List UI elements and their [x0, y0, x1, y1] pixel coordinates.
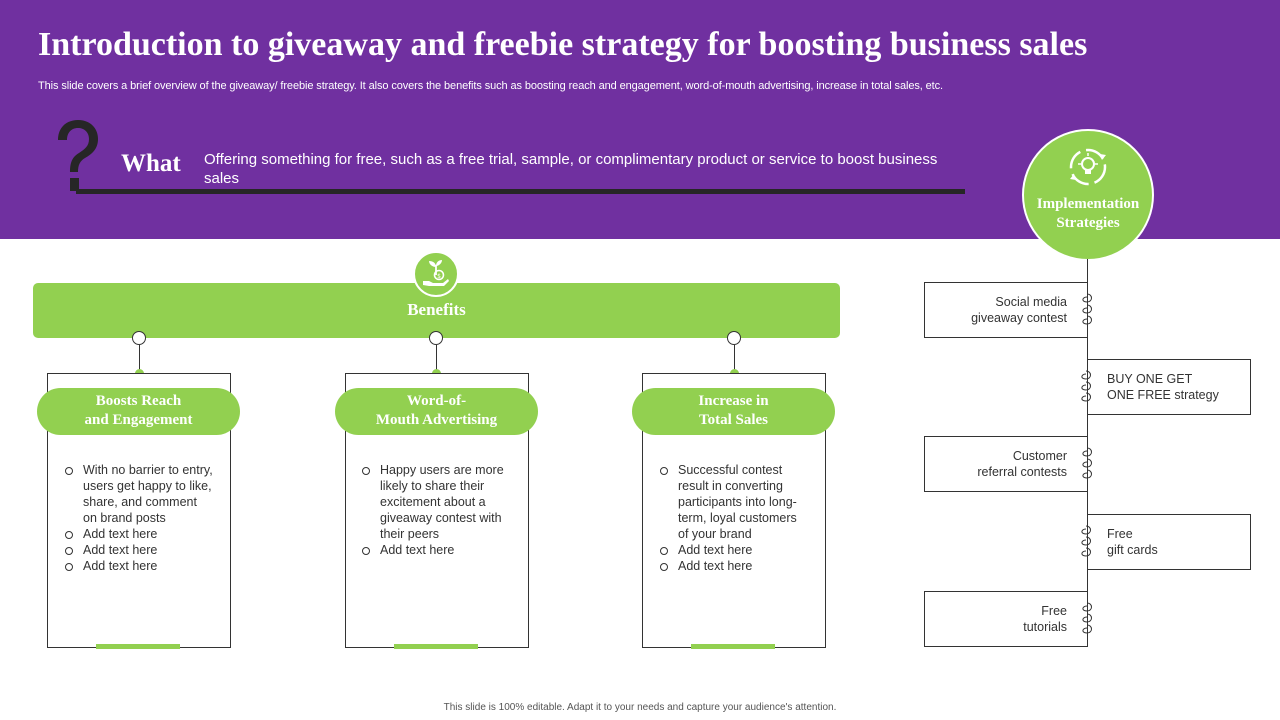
strategy-line2: giveaway contest [971, 311, 1067, 325]
benefit-list: Happy users are more likely to share the… [360, 462, 506, 558]
question-mark-icon [58, 120, 98, 191]
benefit-title-line1: Boosts Reach [95, 393, 182, 409]
benefits-icon-badge: $ [413, 251, 459, 297]
coil-icon [1082, 602, 1092, 634]
strategy-social-media: Social media giveaway contest [924, 282, 1088, 338]
strategy-referral: Customer referral contests [924, 436, 1088, 492]
strategy-line1: Free [1107, 527, 1133, 541]
strategy-line1: Customer [1012, 449, 1067, 463]
strategy-gift-cards: Free gift cards [1087, 514, 1251, 570]
benefit-list: With no barrier to entry, users get happ… [63, 462, 213, 574]
slide-footer: This slide is 100% editable. Adapt it to… [443, 702, 837, 713]
benefit-title-line2: and Engagement [84, 412, 193, 428]
list-item: Add text here [360, 542, 506, 558]
benefits-label: Benefits [407, 300, 466, 319]
implementation-label-line1: Implementation [1036, 196, 1140, 212]
implementation-label-line2: Strategies [1056, 215, 1120, 231]
lightbulb-cycle-icon [1069, 148, 1107, 186]
card-footer-bar [96, 644, 180, 649]
coil-icon [1082, 293, 1092, 325]
benefit-title-line1: Word-of- [406, 393, 467, 409]
slide-title: Introduction to giveaway and freebie str… [38, 26, 1088, 63]
list-item: Add text here [63, 542, 213, 558]
list-item: Successful contest result in converting … [658, 462, 810, 542]
benefit-title-line1: Increase in [698, 393, 769, 409]
slide-subtitle: This slide covers a brief overview of th… [38, 80, 943, 92]
strategy-bogo: BUY ONE GET ONE FREE strategy [1087, 359, 1251, 415]
connector-circle [132, 331, 146, 345]
benefit-card-title: Word-of- Mouth Advertising [335, 388, 538, 435]
money-plant-hand-icon: $ [423, 260, 449, 286]
list-item: With no barrier to entry, users get happ… [63, 462, 213, 526]
list-item: Add text here [658, 542, 810, 558]
benefit-card-title: Boosts Reach and Engagement [37, 388, 240, 435]
connector-circle [727, 331, 741, 345]
coil-icon [1081, 370, 1091, 402]
coil-icon [1082, 447, 1092, 479]
what-underline [76, 189, 965, 194]
coil-icon [1081, 525, 1091, 557]
strategy-line2: referral contests [977, 465, 1067, 479]
connector-line [436, 345, 437, 373]
svg-text:$: $ [437, 273, 441, 280]
implementation-label: Implementation Strategies [1024, 195, 1152, 233]
strategy-line2: tutorials [1023, 620, 1067, 634]
connector-circle [429, 331, 443, 345]
what-label: What [121, 150, 181, 177]
card-footer-bar [394, 644, 478, 649]
list-item: Happy users are more likely to share the… [360, 462, 506, 542]
strategy-line2: gift cards [1107, 543, 1158, 557]
strategy-line1: Social media [995, 295, 1067, 309]
list-item: Add text here [658, 558, 810, 574]
what-description: Offering something for free, such as a f… [204, 151, 938, 187]
list-item: Add text here [63, 558, 213, 574]
benefit-title-line2: Total Sales [698, 412, 769, 428]
benefit-title-line2: Mouth Advertising [375, 412, 498, 428]
strategy-line1: BUY ONE GET [1107, 372, 1193, 386]
benefit-card-title: Increase in Total Sales [632, 388, 835, 435]
connector-line [139, 345, 140, 373]
strategy-tutorials: Free tutorials [924, 591, 1088, 647]
list-item: Add text here [63, 526, 213, 542]
strategy-line1: Free [1041, 604, 1067, 618]
benefit-list: Successful contest result in converting … [658, 462, 810, 574]
connector-line [734, 345, 735, 373]
card-footer-bar [691, 644, 775, 649]
strategy-line2: ONE FREE strategy [1107, 388, 1219, 402]
